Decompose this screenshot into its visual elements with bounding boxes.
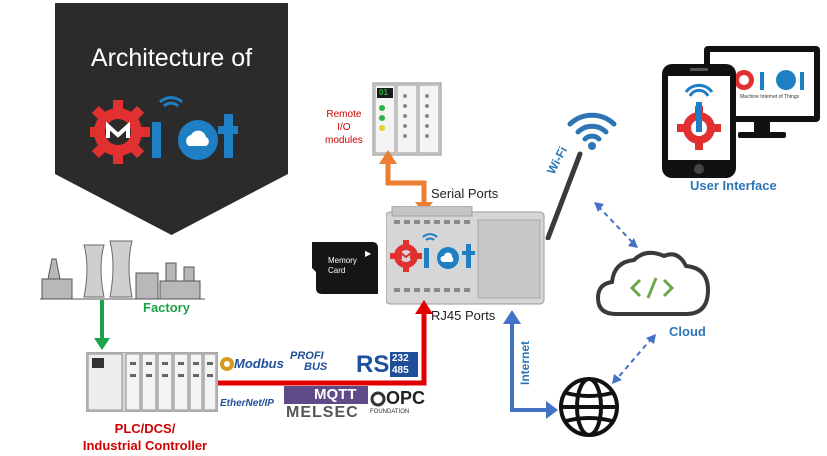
opc-foundation-text: FOUNDATION: [370, 409, 410, 415]
factory-label: Factory: [143, 300, 190, 315]
antenna-icon: [545, 151, 583, 240]
wifi-icon: [567, 112, 617, 150]
monitor-caption: Machine Internet of Things: [740, 94, 800, 100]
opc-text: OPC: [386, 388, 426, 408]
profibus-top-text: PROFI: [290, 350, 324, 362]
modbus-logo: Modbus: [218, 354, 284, 374]
user-interface-label: User Interface: [690, 178, 777, 193]
rs485-text: 485: [392, 365, 409, 376]
cloud-label: Cloud: [669, 324, 706, 339]
rs232-485-logo: RS 232 485: [356, 351, 420, 378]
opc-foundation-logo: OPC FOUNDATION: [370, 388, 428, 416]
memory-card-label: Memory Card: [328, 256, 357, 275]
cloud-icon: [595, 250, 711, 316]
mqtt-melsec-logo: MQTT MELSEC: [284, 386, 368, 422]
remote-io-label: Remote I/O modules: [325, 109, 363, 146]
miot-gateway-device: [386, 206, 545, 305]
profibus-bottom-text: BUS: [304, 361, 328, 373]
factory-to-plc-arrow: [94, 300, 110, 350]
memory-card-icon: [312, 242, 378, 294]
mqtt-text: MQTT: [314, 386, 357, 403]
rs-text: RS: [356, 351, 390, 378]
globe-icon: [559, 377, 619, 437]
banner-title: Architecture of: [90, 44, 253, 72]
factory-icon: [40, 237, 205, 301]
modbus-text: Modbus: [234, 356, 284, 371]
remote-io-modules-icon: [372, 82, 442, 156]
banner: [55, 3, 288, 235]
rj45-ports-label: RJ45 Ports: [431, 308, 496, 323]
plc-controller-icon: [86, 352, 218, 412]
memory-card-arrow-glyph: ▶: [365, 249, 372, 258]
miot-logo: [90, 96, 238, 164]
profibus-logo: PROFI BUS: [290, 350, 352, 374]
serial-ports-label: Serial Ports: [431, 186, 499, 201]
modbus-gear-icon: [220, 357, 234, 371]
ethernet-ip-logo: EtherNet/IP: [220, 398, 274, 409]
melsec-text: MELSEC: [286, 404, 359, 421]
rs232-text: 232: [392, 353, 409, 364]
phone-icon: [662, 64, 736, 178]
opc-swirl-icon: [370, 391, 386, 407]
io-display-text: 01: [379, 88, 388, 97]
plc-label: PLC/DCS/ Industrial Controller: [82, 421, 208, 453]
